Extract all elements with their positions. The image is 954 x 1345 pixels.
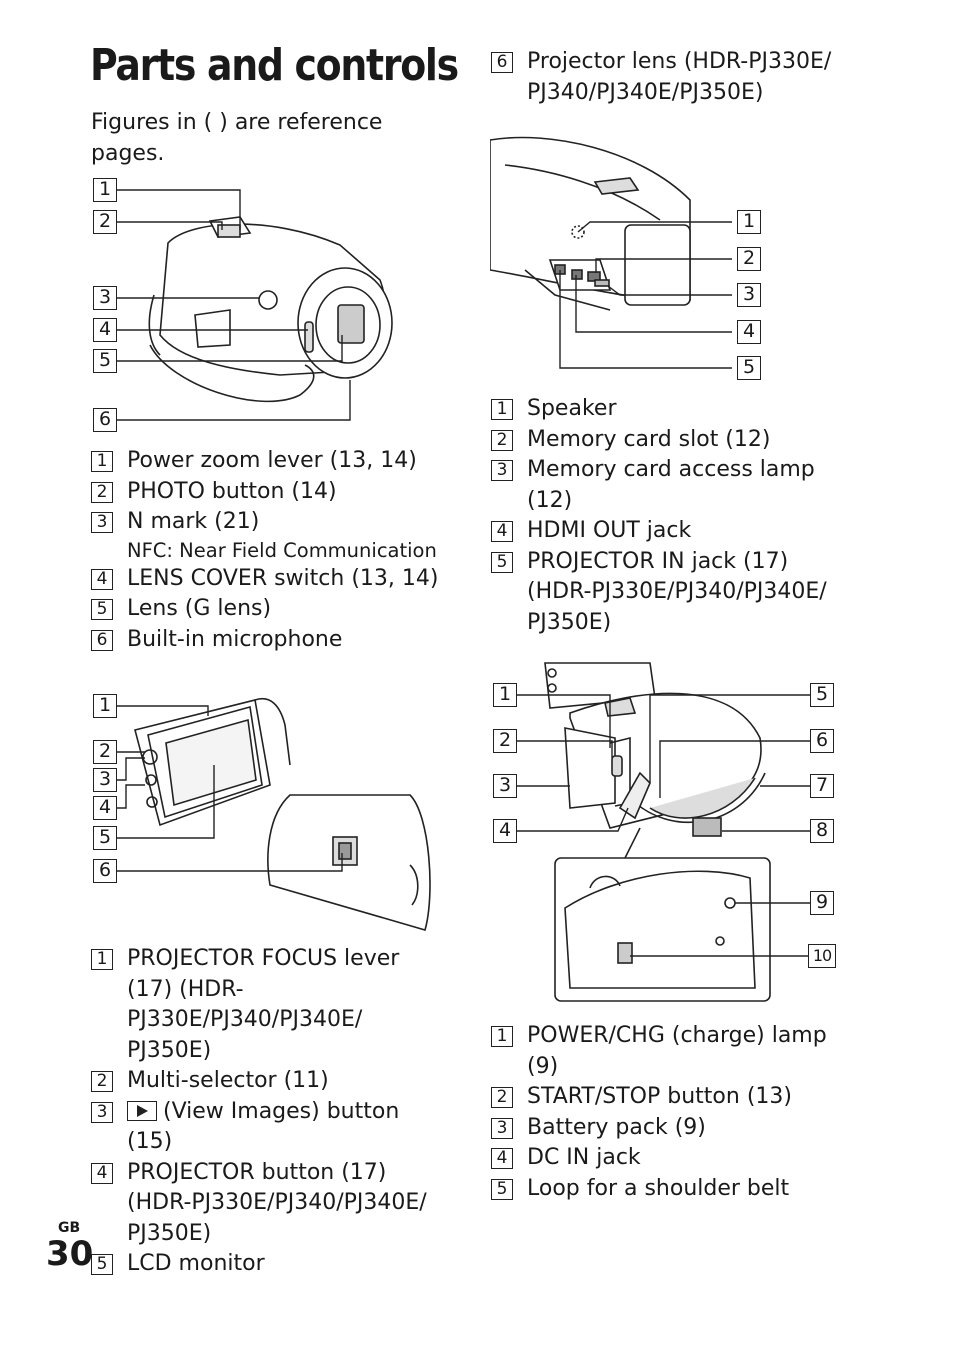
fig4-callout-2: 2 — [493, 729, 517, 753]
view-images-icon — [127, 1100, 157, 1121]
fig3-callout-1: 1 — [737, 210, 761, 234]
lcd-monitor-illustration — [117, 698, 431, 931]
fig4-callout-5: 5 — [810, 683, 834, 707]
fig2-callout-6: 6 — [93, 859, 117, 883]
fig2-callout-1: 1 — [93, 694, 117, 718]
page-number: 30 — [46, 1234, 94, 1274]
fig2-callout-5: 5 — [93, 826, 117, 850]
fig4-callout-10: 10 — [808, 944, 836, 968]
camcorder-rear-illustration — [517, 662, 810, 1002]
fig1-callout-2: 2 — [93, 210, 117, 234]
figure-camcorder-rear: 1 2 3 4 5 6 7 8 9 10 — [490, 658, 840, 1008]
fig2-callout-3: 3 — [93, 768, 117, 792]
fig4-callout-1: 1 — [493, 683, 517, 707]
fig4-callout-8: 8 — [810, 819, 834, 843]
camcorder-side-illustration — [490, 136, 732, 369]
fig3-callout-2: 2 — [737, 247, 761, 271]
intro-text: Figures in ( ) are reference pages. — [91, 110, 383, 166]
fig3-callout-5: 5 — [737, 356, 761, 380]
page-title: Parts and controls — [90, 40, 459, 91]
figure-lcd-monitor: 1 2 3 4 5 6 — [90, 685, 435, 935]
figure-camcorder-front: 1 2 3 4 5 6 — [90, 175, 410, 435]
fig1-callout-6: 6 — [93, 408, 117, 432]
fig4-callout-4: 4 — [493, 819, 517, 843]
fig2-callout-4: 4 — [93, 796, 117, 820]
fig2-callout-2: 2 — [93, 740, 117, 764]
fig3-callout-4: 4 — [737, 320, 761, 344]
list-item: 3(View Images) button (15) — [91, 1097, 451, 1158]
list-item-note: NFC: Near Field Communication — [127, 538, 437, 562]
fig4-callout-7: 7 — [810, 774, 834, 798]
fig4-callout-9: 9 — [810, 891, 834, 915]
fig1-callout-3: 3 — [93, 286, 117, 310]
fig1-callout-5: 5 — [93, 349, 117, 373]
fig1-callout-4: 4 — [93, 318, 117, 342]
fig4-callout-3: 3 — [493, 774, 517, 798]
figure-camcorder-side: 1 2 3 4 5 — [490, 130, 770, 385]
fig1-callout-1: 1 — [93, 178, 117, 202]
camcorder-front-illustration — [117, 189, 393, 421]
fig4-callout-6: 6 — [810, 729, 834, 753]
region-code: GB — [58, 1220, 81, 1236]
fig3-callout-3: 3 — [737, 283, 761, 307]
